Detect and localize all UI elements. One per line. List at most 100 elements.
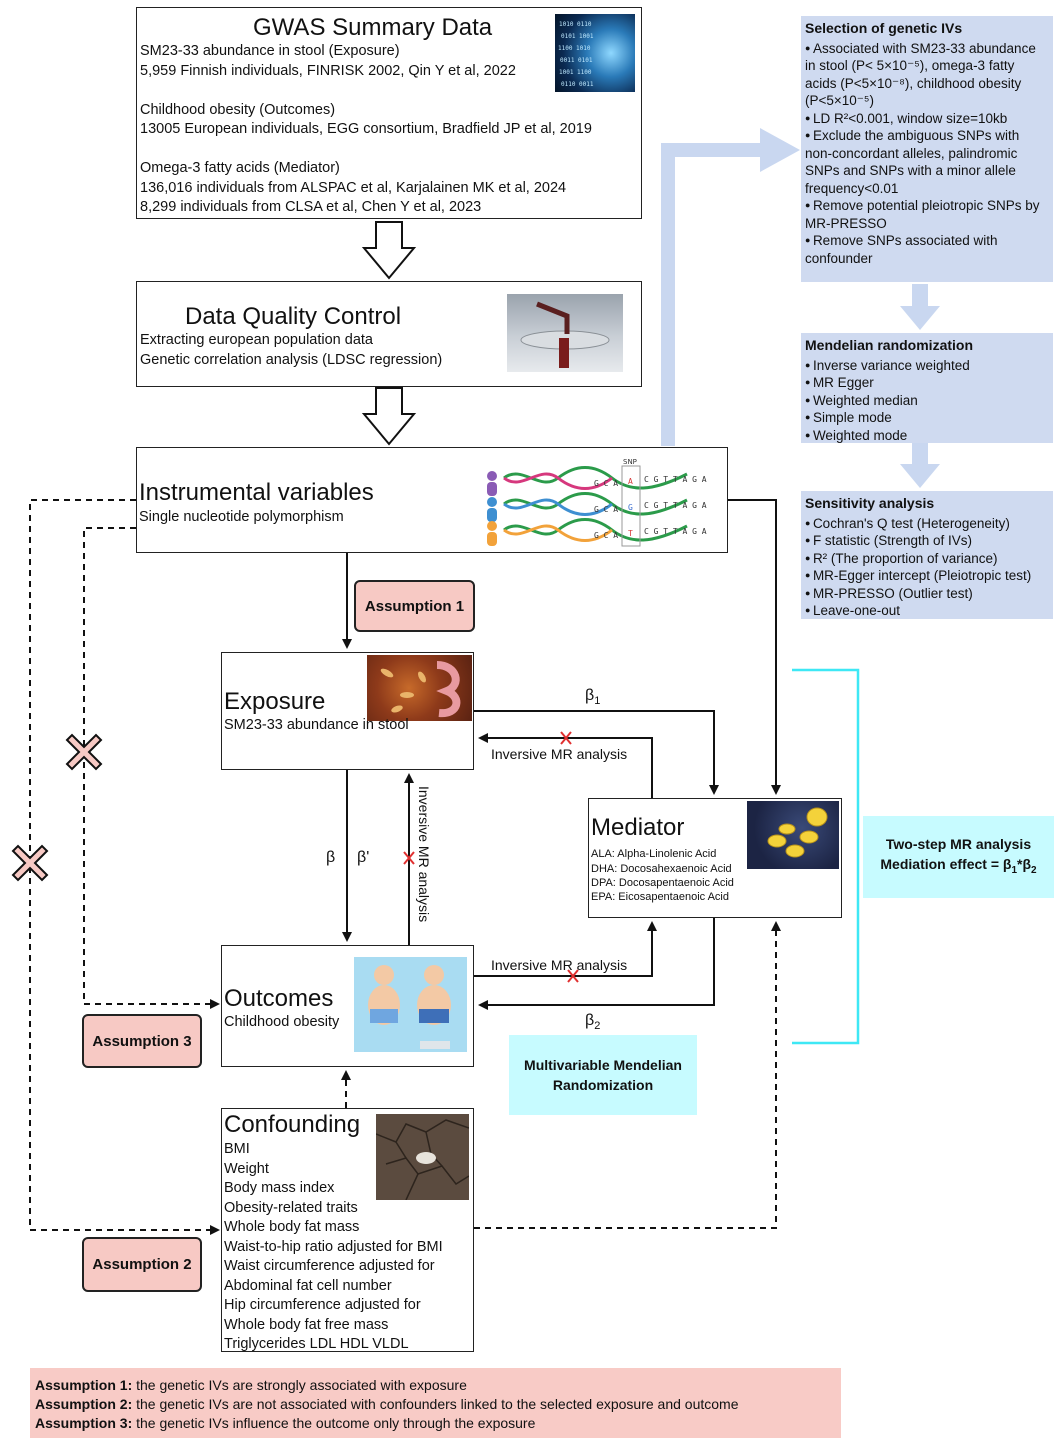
qc-to-iv-arrow (361, 387, 417, 446)
confounder-item: BMI (224, 1141, 250, 1157)
violation-cross-icon (11, 844, 49, 882)
two-step-line1: Two-step MR analysis (885, 835, 1032, 852)
mediator-line-2: DHA: Docosahexaenoic Acid (591, 863, 732, 875)
svg-text:C G T T A G A: C G T T A G A (644, 475, 707, 484)
svg-text:G: G (628, 503, 633, 512)
svg-text:T: T (628, 529, 633, 538)
panel-list-item: Inverse variance weighted (805, 357, 1049, 375)
beta2-label: β2 (585, 1012, 601, 1033)
beta-prime-label: β' (357, 849, 370, 866)
panel-list-item: MR-PRESSO (Outlier test) (805, 585, 1049, 603)
panel-list-item: R² (The proportion of variance) (805, 550, 1049, 568)
assumption-2-badge: Assumption 2 (82, 1237, 202, 1292)
red-x-icon (560, 731, 572, 745)
mediator-line-3: DPA: Docosapentaenoic Acid (591, 877, 734, 889)
sensitivity-list: Cochran's Q test (Heterogeneity)F statis… (805, 515, 1049, 620)
mr-methods-panel: Mendelian randomization Inverse variance… (801, 333, 1053, 443)
svg-text:1001 1100: 1001 1100 (559, 69, 592, 76)
gwas-line: 8,299 individuals from CLSA et al, Chen … (140, 199, 482, 215)
violation-cross-icon (65, 733, 103, 771)
red-x-icon (403, 851, 415, 865)
mr-list: Inverse variance weightedMR EggerWeighte… (805, 357, 1049, 445)
panel-list-item: Simple mode (805, 409, 1049, 427)
legend-text: the genetic IVs are strongly associated … (132, 1377, 467, 1393)
panel-list-item: LD R²<0.001, window size=10kb (805, 110, 1049, 128)
svg-text:G C A: G C A (594, 531, 618, 540)
selection-title: Selection of genetic IVs (805, 20, 963, 36)
cracked-ground-image (376, 1114, 469, 1200)
assumption-1-badge: Assumption 1 (354, 580, 475, 632)
assumption-legend: Assumption 1: the genetic IVs are strong… (30, 1368, 841, 1438)
svg-text:G C A: G C A (594, 505, 618, 514)
gwas-to-qc-arrow (361, 221, 417, 280)
legend-text: the genetic IVs are not associated with … (132, 1396, 739, 1412)
svg-text:1010 0110: 1010 0110 (559, 21, 592, 28)
panel-list-item: Remove potential pleiotropic SNPs by MR-… (805, 197, 1049, 232)
gwas-line: 5,959 Finnish individuals, FINRISK 2002,… (140, 62, 516, 79)
legend-label: Assumption 1: (35, 1377, 133, 1393)
outcomes-title: Outcomes (224, 985, 334, 1012)
gwas-title: GWAS Summary Data (253, 14, 493, 41)
svg-text:0011 0101: 0011 0101 (560, 57, 593, 64)
confounder-item: Triglycerides LDL HDL VLDL (224, 1336, 409, 1352)
iv-to-confounding-dashed (29, 499, 220, 1235)
exposure-box: Exposure SM23-33 abundance in stool (221, 652, 474, 770)
gwas-line (140, 140, 592, 160)
inversive-mr-vertical-label: Inversive MR analysis (416, 786, 432, 923)
mr-title: Mendelian randomization (805, 337, 974, 353)
mediator-line-4: EPA: Eicosapentaenoic Acid (591, 891, 729, 903)
multivariable-mr-box: Multivariable Mendelian Randomization (509, 1035, 697, 1115)
svg-text:C G T T A G A: C G T T A G A (644, 501, 707, 510)
exposure-title: Exposure (224, 688, 326, 715)
panel-list-item: MR-Egger intercept (Pleiotropic test) (805, 567, 1049, 585)
outcomes-subtitle: Childhood obesity (224, 1014, 340, 1030)
gwas-line: Omega-3 fatty acids (Mediator) (140, 160, 340, 176)
instrumental-variables-box: Instrumental variables Single nucleotide… (136, 447, 728, 553)
iv-to-mediator-arrow (728, 499, 781, 795)
iv-title: Instrumental variables (139, 479, 374, 506)
qc-line-1: Extracting european population data (140, 332, 373, 348)
legend-row: Assumption 3: the genetic IVs influence … (35, 1414, 836, 1433)
confounder-item: Body mass index (224, 1180, 335, 1196)
confounding-to-mediator-arrow (474, 921, 781, 1229)
panel-list-item: Remove SNPs associated with confounder (805, 232, 1049, 267)
omega3-capsules-image (747, 801, 839, 869)
inversive-mr-bottom-label: Inversive MR analysis (491, 957, 628, 973)
exposure-subtitle: SM23-33 abundance in stool (224, 717, 409, 733)
svg-text:G C A: G C A (594, 479, 618, 488)
two-step-mr-box: Two-step MR analysis Mediation effect = … (863, 816, 1054, 898)
panel-list-item: Leave-one-out (805, 602, 1049, 620)
sensitivity-panel: Sensitivity analysis Cochran's Q test (H… (801, 491, 1053, 619)
confounder-item: Whole body fat free mass (224, 1316, 389, 1333)
coffee-filter-image (507, 294, 623, 372)
legend-row: Assumption 1: the genetic IVs are strong… (35, 1376, 836, 1395)
mediator-to-exposure-inversive-arrow (478, 733, 653, 798)
mediator-line-1: ALA: Alpha-Linolenic Acid (591, 848, 717, 860)
iv-to-outcome-dashed (83, 527, 220, 1009)
red-x-icon (567, 969, 579, 983)
confounder-item: Waist-to-hip ratio adjusted for BMI (224, 1238, 443, 1255)
legend-text: the genetic IVs influence the outcome on… (132, 1415, 536, 1431)
confounding-title: Confounding (224, 1111, 361, 1138)
selection-list: Associated with SM23-33 abundance in sto… (805, 40, 1049, 268)
gwas-line: SM23-33 abundance in stool (Exposure) (140, 43, 400, 59)
exposure-to-mediator-arrow (474, 710, 719, 795)
selection-panel: Selection of genetic IVs Associated with… (801, 16, 1053, 282)
two-step-bracket (792, 668, 860, 1045)
panel-list-item: Weighted mode (805, 427, 1049, 445)
iv-to-selection-arrow (661, 143, 762, 446)
panel-list-item: Cochran's Q test (Heterogeneity) (805, 515, 1049, 533)
confounder-item: Whole body fat mass (224, 1219, 360, 1235)
svg-text:C G T T A G A: C G T T A G A (644, 527, 707, 536)
gwas-line: 13005 European individuals, EGG consorti… (140, 121, 592, 137)
legend-label: Assumption 3: (35, 1415, 133, 1431)
snp-label: SNP (623, 458, 637, 466)
gut-bacteria-image (367, 655, 472, 721)
svg-text:1100 1010: 1100 1010 (558, 45, 591, 52)
gwas-summary-box: GWAS Summary Data SM23-33 abundance in s… (136, 7, 642, 219)
gwas-line (140, 81, 592, 101)
